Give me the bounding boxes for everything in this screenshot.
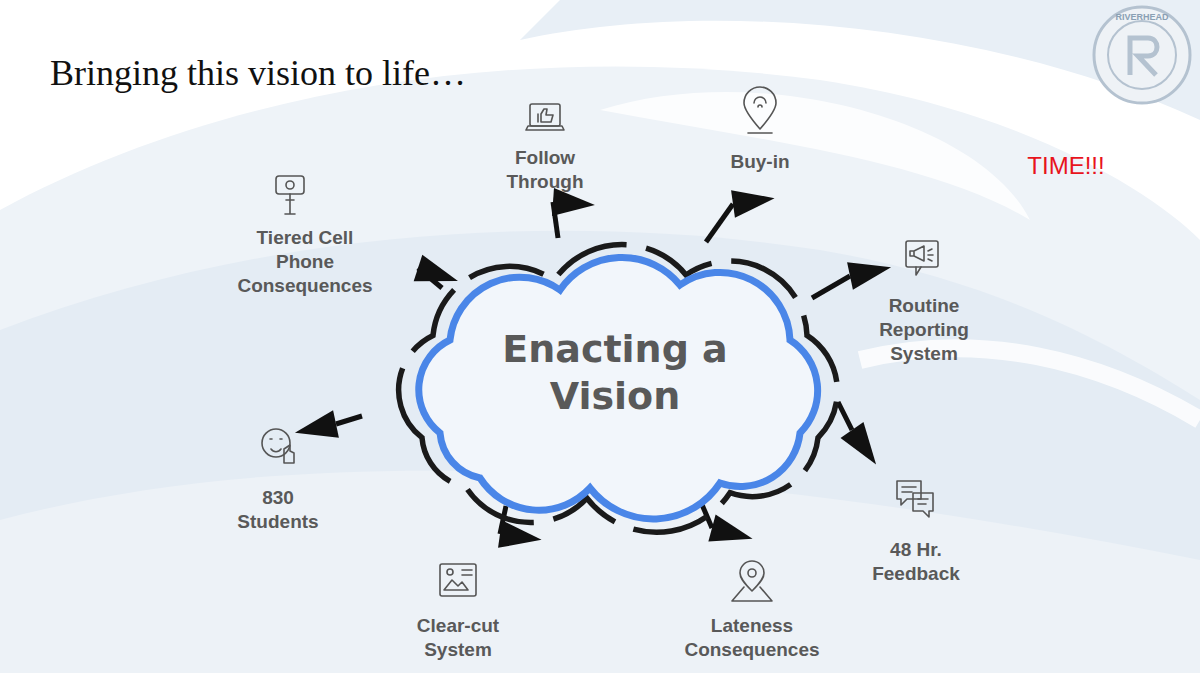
location-icon xyxy=(744,87,776,133)
note-label: TIME!!! xyxy=(1006,151,1126,181)
item-label: Clear-cut System xyxy=(408,614,508,662)
cloud-text: Enacting a Vision xyxy=(465,326,765,421)
school-seal xyxy=(1094,7,1190,103)
cloud-outer-ring xyxy=(399,245,838,533)
slide-title: Bringing this vision to life… xyxy=(50,52,466,94)
item-label: Lateness Consequences xyxy=(677,614,827,662)
swirl xyxy=(600,92,1030,220)
flag xyxy=(552,188,595,216)
laptop-icon xyxy=(526,104,564,130)
cloud-outline xyxy=(370,228,860,518)
flags xyxy=(295,188,891,548)
swirl xyxy=(0,66,1200,673)
flag xyxy=(731,190,775,218)
flag xyxy=(708,514,752,541)
image-card-icon xyxy=(440,564,476,596)
flag-pole xyxy=(336,416,362,424)
megaphone-icon xyxy=(906,241,938,275)
flag xyxy=(847,262,891,289)
item-label: Buy-in xyxy=(710,150,810,174)
flag-pole xyxy=(706,204,733,242)
item-label: Routine Reporting System xyxy=(867,294,982,365)
flag-pole xyxy=(838,402,852,430)
vision-cloud: Enacting a Vision xyxy=(370,228,860,518)
chat-icon xyxy=(897,481,933,517)
item-label: Tiered Cell Phone Consequences xyxy=(235,226,375,297)
cloud-shape xyxy=(419,257,818,519)
selfie-stick-icon xyxy=(276,176,304,214)
swirl xyxy=(0,231,1200,673)
item-label: Follow Through xyxy=(495,146,595,194)
icons xyxy=(262,87,938,601)
seal-text: RIVERHEAD xyxy=(1102,12,1182,23)
flag-pole xyxy=(812,276,850,298)
face-icon xyxy=(262,429,294,463)
item-label: 48 Hr. Feedback xyxy=(866,538,966,586)
flag xyxy=(841,422,877,464)
item-label: 830 Students xyxy=(228,486,328,534)
flag xyxy=(414,255,458,282)
flag xyxy=(295,410,339,437)
map-pin-icon xyxy=(732,561,772,601)
swirl xyxy=(520,0,1200,120)
